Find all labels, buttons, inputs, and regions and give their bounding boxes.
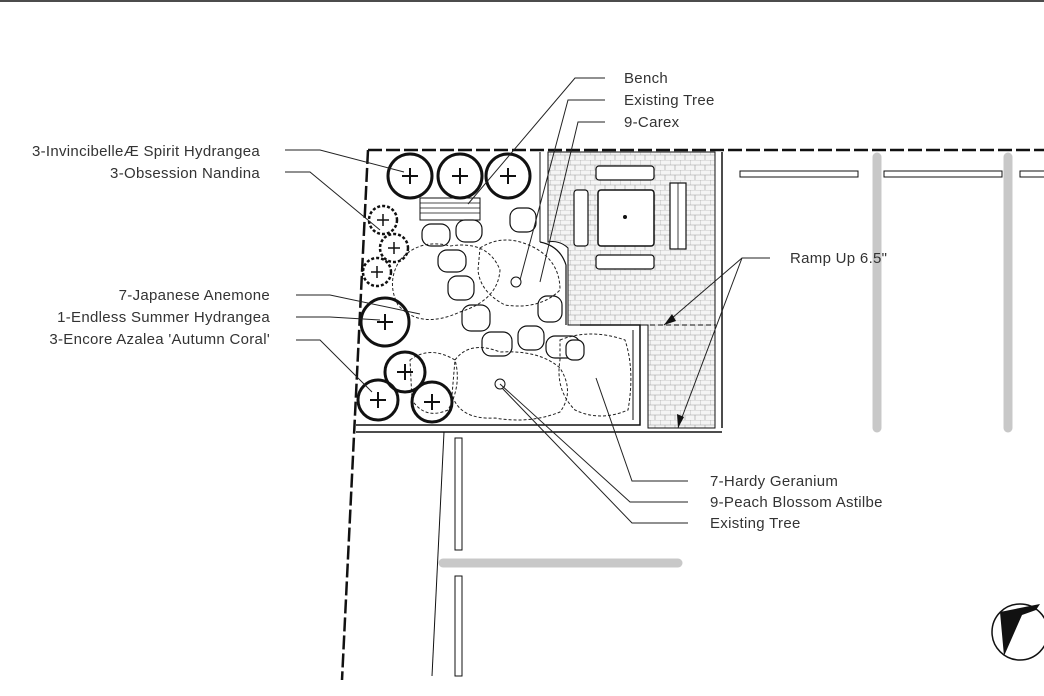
label-existing-tree-bottom: Existing Tree (710, 515, 801, 532)
label-endless-summer: 1-Endless Summer Hydrangea (57, 309, 270, 326)
shrub-nandina (361, 204, 410, 288)
label-existing-tree-top: Existing Tree (624, 92, 715, 109)
label-ramp: Ramp Up 6.5" (790, 250, 887, 267)
parking-curbs (438, 152, 1013, 568)
label-astilbe: 9-Peach Blossom Astilbe (710, 494, 883, 511)
walkway (539, 152, 723, 428)
shrub-azalea (356, 350, 454, 424)
label-nandina: 3-Obsession Nandina (110, 165, 260, 182)
label-geranium: 7-Hardy Geranium (710, 473, 838, 490)
leader-lines (285, 77, 770, 524)
label-azalea: 3-Encore Azalea 'Autumn Coral' (49, 331, 270, 348)
shrub-hydrangea-spirit (386, 152, 532, 200)
existing-tree-top (510, 276, 522, 288)
leader-arrowheads (664, 314, 684, 428)
planting-bed-edge (356, 241, 722, 433)
parking-stripes (454, 170, 1044, 677)
patio-table-set (573, 165, 687, 270)
stepping-stones (421, 207, 585, 361)
label-bench: Bench (624, 70, 668, 87)
perennial-masses (392, 239, 632, 421)
label-hydrangea-spirit: 3-InvincibelleÆ Spirit Hydrangea (32, 143, 260, 160)
property-fence (340, 148, 1044, 681)
bench (419, 197, 481, 221)
label-anemone: 7-Japanese Anemone (119, 287, 270, 304)
north-arrow-icon (991, 603, 1044, 661)
label-carex: 9-Carex (624, 114, 680, 131)
drive-edge (431, 431, 445, 677)
shrub-endless-summer (359, 296, 411, 348)
